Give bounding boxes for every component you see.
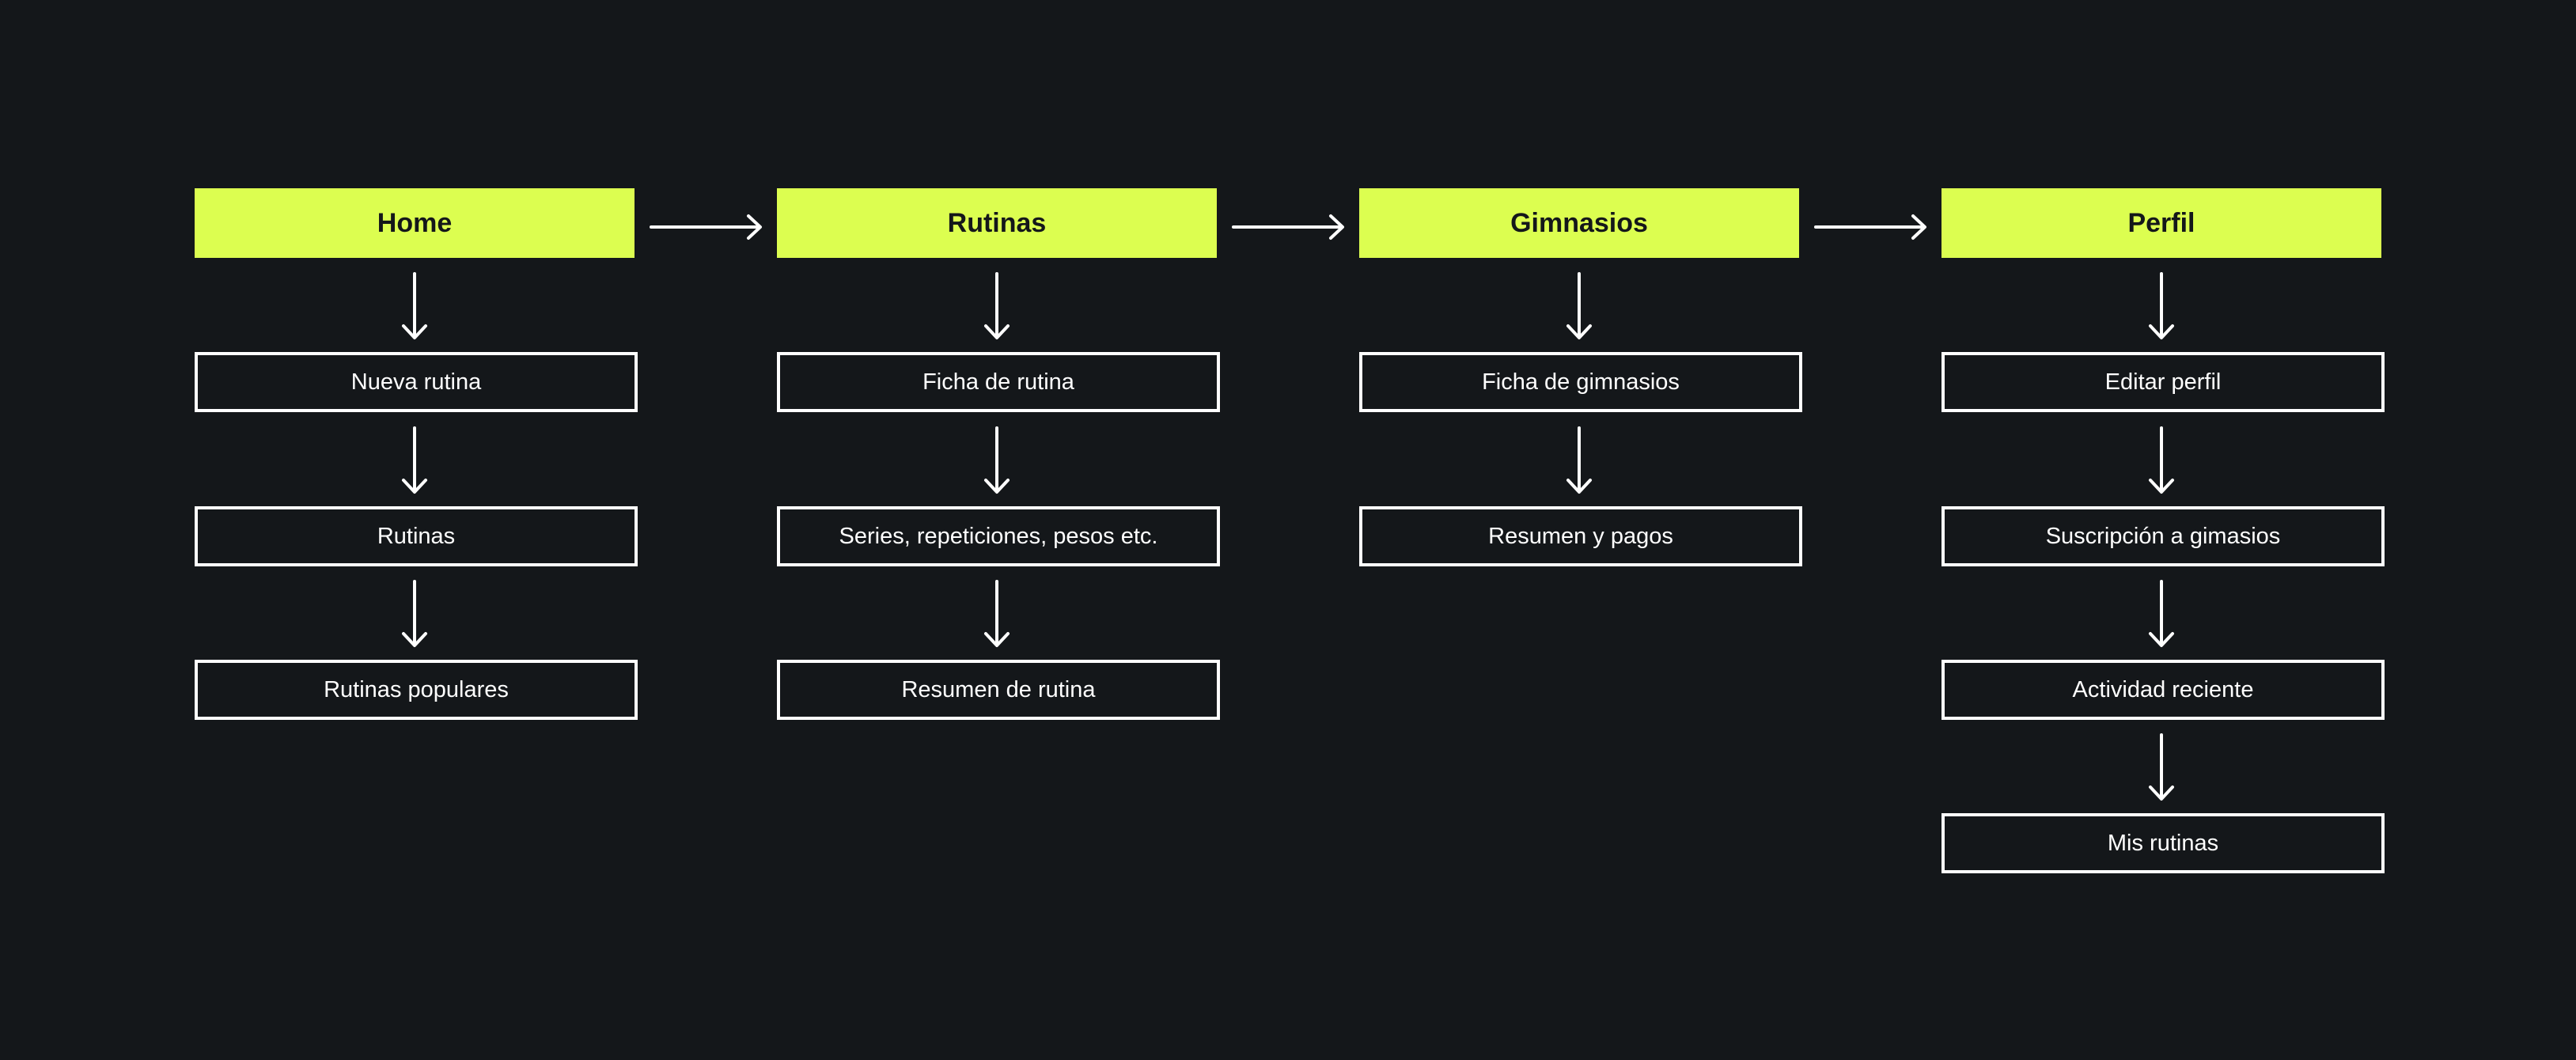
- header-perfil: Perfil: [1941, 188, 2381, 258]
- arrow-home-to-rutinas: [650, 214, 762, 240]
- node-mis-rutinas: Mis rutinas: [1941, 813, 2385, 873]
- node-ficha-de-rutina: Ficha de rutina: [777, 352, 1220, 412]
- node-actividad-reciente: Actividad reciente: [1941, 660, 2385, 720]
- arrow-rutinas-down-1: [984, 272, 1010, 339]
- arrow-perfil-down-3: [2149, 580, 2174, 647]
- node-resumen-de-rutina: Resumen de rutina: [777, 660, 1220, 720]
- arrow-home-down-1: [402, 272, 427, 339]
- node-rutinas: Rutinas: [195, 506, 638, 566]
- header-home: Home: [195, 188, 635, 258]
- node-editar-perfil: Editar perfil: [1941, 352, 2385, 412]
- node-ficha-de-gimnasios: Ficha de gimnasios: [1359, 352, 1802, 412]
- node-series-repeticiones: Series, repeticiones, pesos etc.: [777, 506, 1220, 566]
- arrow-gimnasios-to-perfil: [1814, 214, 1926, 240]
- arrow-rutinas-to-gimnasios: [1232, 214, 1344, 240]
- arrow-gimnasios-down-1: [1566, 272, 1592, 339]
- header-rutinas: Rutinas: [777, 188, 1217, 258]
- arrow-gimnasios-down-2: [1566, 426, 1592, 494]
- node-resumen-y-pagos: Resumen y pagos: [1359, 506, 1802, 566]
- node-suscripcion-a-gimasios: Suscripción a gimasios: [1941, 506, 2385, 566]
- header-gimnasios: Gimnasios: [1359, 188, 1799, 258]
- arrow-rutinas-down-2: [984, 426, 1010, 494]
- node-rutinas-populares: Rutinas populares: [195, 660, 638, 720]
- arrow-perfil-down-2: [2149, 426, 2174, 494]
- arrow-perfil-down-1: [2149, 272, 2174, 339]
- node-nueva-rutina: Nueva rutina: [195, 352, 638, 412]
- arrow-perfil-down-4: [2149, 733, 2174, 801]
- arrow-home-down-2: [402, 426, 427, 494]
- arrow-home-down-3: [402, 580, 427, 647]
- arrow-rutinas-down-3: [984, 580, 1010, 647]
